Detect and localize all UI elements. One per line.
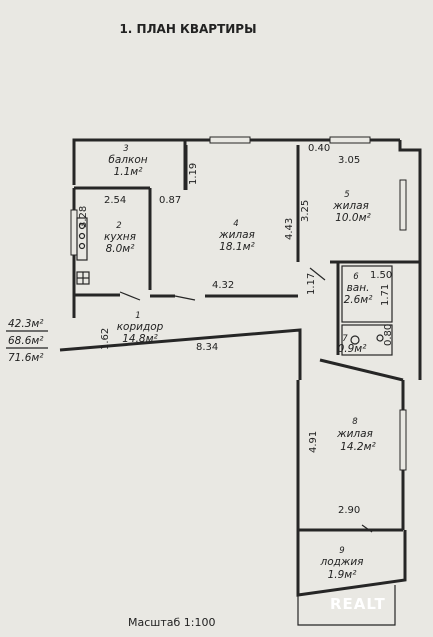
- dim-label: 4.32: [212, 280, 234, 291]
- dim-label: 1.71: [380, 284, 391, 306]
- room-area: 0.9м²: [338, 343, 368, 355]
- room-area: 8.0м²: [106, 243, 136, 255]
- walls: [59, 136, 422, 626]
- room-2-kitchen: 2 кухня 8.0м²: [104, 221, 136, 255]
- living-area-total: 42.3м²: [8, 318, 44, 330]
- dim-label: 1.19: [188, 163, 199, 185]
- room-area: 14.8м²: [122, 333, 158, 345]
- room-number: 5: [344, 190, 349, 200]
- room-number: 4: [233, 219, 238, 229]
- area-with-balcony: 71.6м²: [8, 352, 44, 364]
- room-name: жилая: [218, 229, 255, 241]
- room-number: 3: [123, 144, 128, 154]
- total-area: 68.6м²: [8, 335, 44, 347]
- dim-label: 4.91: [308, 431, 319, 453]
- dim-label: 3.28: [78, 206, 89, 228]
- room-area: 10.0м²: [335, 212, 371, 224]
- room-name: жилая: [336, 428, 373, 440]
- room-area: 18.1м²: [219, 241, 255, 253]
- room-1-corridor: 1 коридор 14.8м²: [117, 311, 164, 345]
- room-number: 6: [353, 272, 359, 282]
- area-totals: 42.3м² 68.6м² 71.6м²: [6, 318, 48, 364]
- dimensions: 0.40 3.05 1.19 2.54 0.87 3.28 4.43 3.25 …: [78, 143, 394, 516]
- room-name: балкон: [108, 154, 147, 166]
- dim-label: 4.43: [284, 218, 295, 240]
- room-3-balcony: 3 балкон 1.1м²: [108, 144, 147, 178]
- room-name: коридор: [117, 321, 164, 333]
- dim-label: 0.87: [159, 195, 181, 206]
- dim-label: 8.34: [196, 342, 218, 353]
- watermark: REALT: [330, 595, 386, 613]
- scale-label: Масштаб 1:100: [128, 616, 215, 629]
- room-4-living: 4 жилая 18.1м²: [218, 219, 255, 253]
- dim-label: 0.80: [383, 324, 394, 346]
- room-name: лоджия: [320, 556, 364, 568]
- room-name: ван.: [347, 282, 370, 294]
- plan-title: 1. ПЛАН КВАРТИРЫ: [119, 22, 256, 36]
- room-area: 1.9м²: [328, 569, 358, 581]
- room-area: 1.1м²: [114, 166, 144, 178]
- room-7-wc: 7 0.9м²: [338, 334, 368, 355]
- room-number: 7: [342, 334, 348, 344]
- room-number: 9: [339, 546, 344, 556]
- dim-label: 3.25: [300, 200, 311, 222]
- room-number: 8: [352, 417, 358, 427]
- room-area: 2.6м²: [344, 294, 374, 306]
- dim-label: 1.50: [370, 270, 392, 281]
- dim-label: 0.40: [308, 143, 330, 154]
- room-name: жилая: [332, 200, 369, 212]
- dim-label: 1.62: [100, 328, 111, 350]
- room-number: 1: [135, 311, 140, 321]
- room-8-living: 8 жилая 14.2м²: [336, 417, 376, 453]
- dim-label: 1.17: [306, 273, 317, 295]
- room-name: кухня: [104, 231, 136, 243]
- dim-label: 3.05: [338, 155, 360, 166]
- room-6-bath: 6 ван. 2.6м²: [344, 272, 374, 306]
- dim-label: 2.54: [104, 195, 126, 206]
- room-number: 2: [116, 221, 121, 231]
- room-5-living: 5 жилая 10.0м²: [332, 190, 371, 224]
- room-9-loggia: 9 лоджия 1.9м²: [320, 546, 364, 581]
- dim-label: 2.90: [338, 505, 360, 516]
- room-area: 14.2м²: [340, 441, 376, 453]
